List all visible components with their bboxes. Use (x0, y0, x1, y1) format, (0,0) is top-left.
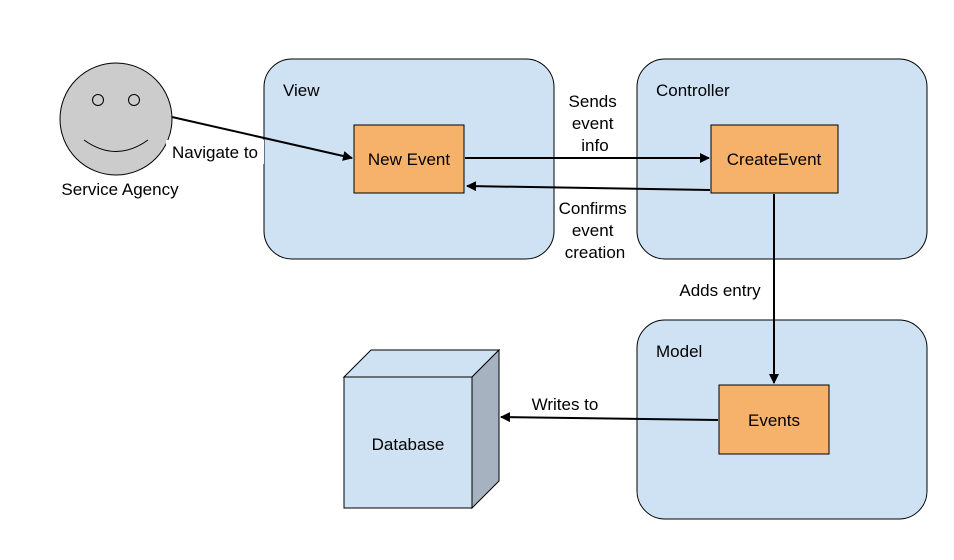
actor-right-eye (128, 94, 140, 106)
events-box (718, 384, 830, 455)
edge-confirms-event-creation-label: Confirms event creation (559, 199, 632, 262)
edge-adds-entry[interactable]: Adds entry (679, 194, 779, 384)
actor-label: Service Agency (61, 180, 179, 199)
create-event-node[interactable]: CreateEvent (710, 124, 839, 194)
database-label: Database (372, 435, 445, 454)
edge-confirms-event-creation-line-2: event (572, 221, 614, 240)
edge-confirms-event-creation-line-1: Confirms (559, 199, 627, 218)
new-event-label: New Event (368, 150, 450, 169)
model-container-label: Model (656, 342, 702, 361)
actor-head (59, 62, 173, 176)
edge-writes-to-label: Writes to (532, 395, 599, 414)
edge-sends-event-info-line-2: event (572, 114, 614, 133)
events-label: Events (748, 411, 800, 430)
edge-navigate-to-label: Navigate to (172, 143, 258, 162)
edge-navigate-to-arrow (171, 116, 353, 161)
new-event-node[interactable]: New Event (353, 124, 465, 194)
edge-sends-event-info-line-1: Sends (569, 92, 617, 111)
events-node[interactable]: Events (718, 384, 830, 455)
database-side (471, 348, 500, 510)
controller-container-label: Controller (656, 81, 730, 100)
edge-sends-event-info-label: Sends event info (569, 92, 622, 155)
new-event-box (353, 124, 465, 194)
edge-confirms-event-creation-arrow (466, 181, 711, 192)
database-front (343, 376, 473, 509)
actor-mouth (83, 139, 149, 152)
edge-writes-to[interactable]: Writes to (500, 395, 719, 423)
edge-navigate-to-label-bg (166, 140, 264, 164)
create-event-box (710, 124, 839, 194)
database-node[interactable]: Database (342, 348, 501, 510)
edge-confirms-event-creation-line-3: creation (565, 243, 625, 262)
edge-navigate-to[interactable]: Navigate to (166, 116, 353, 164)
actor-service-agency[interactable]: Service Agency (59, 62, 179, 199)
edge-confirms-event-creation[interactable]: Confirms event creation (466, 181, 711, 262)
view-container-label: View (283, 81, 320, 100)
edge-writes-to-arrow (500, 412, 719, 423)
edge-sends-event-info-line-3: info (581, 136, 608, 155)
edge-adds-entry-label: Adds entry (679, 281, 761, 300)
actor-left-eye (92, 94, 104, 106)
edge-sends-event-info[interactable]: Sends event info (465, 92, 710, 163)
create-event-label: CreateEvent (727, 150, 822, 169)
